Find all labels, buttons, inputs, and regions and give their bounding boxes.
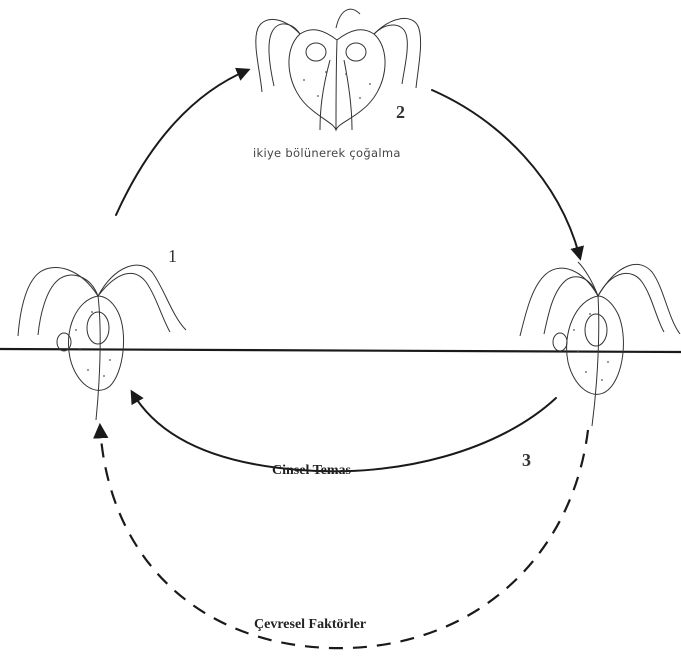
arrow-stage2-to-stage3 (432, 90, 580, 258)
arrow-stage1-to-stage2 (116, 70, 248, 215)
stage-number-1: 1 (168, 246, 177, 266)
stage-number-3: 3 (522, 450, 531, 470)
organism-stage1 (18, 265, 186, 420)
stage-number-2: 2 (396, 102, 405, 122)
label-sexual-contact: Cinsel Temas (272, 463, 352, 478)
organism-stage3 (520, 262, 680, 426)
label-environmental-factors: Çevresel Faktörler (254, 617, 366, 632)
baseline (0, 349, 681, 352)
arrow-stage3-to-stage1-sexual-contact (132, 392, 556, 471)
stage2-caption-binary-fission: ikiye bölünerek çoğalma (253, 146, 401, 160)
arrow-environmental-factors-dashed (100, 426, 588, 648)
